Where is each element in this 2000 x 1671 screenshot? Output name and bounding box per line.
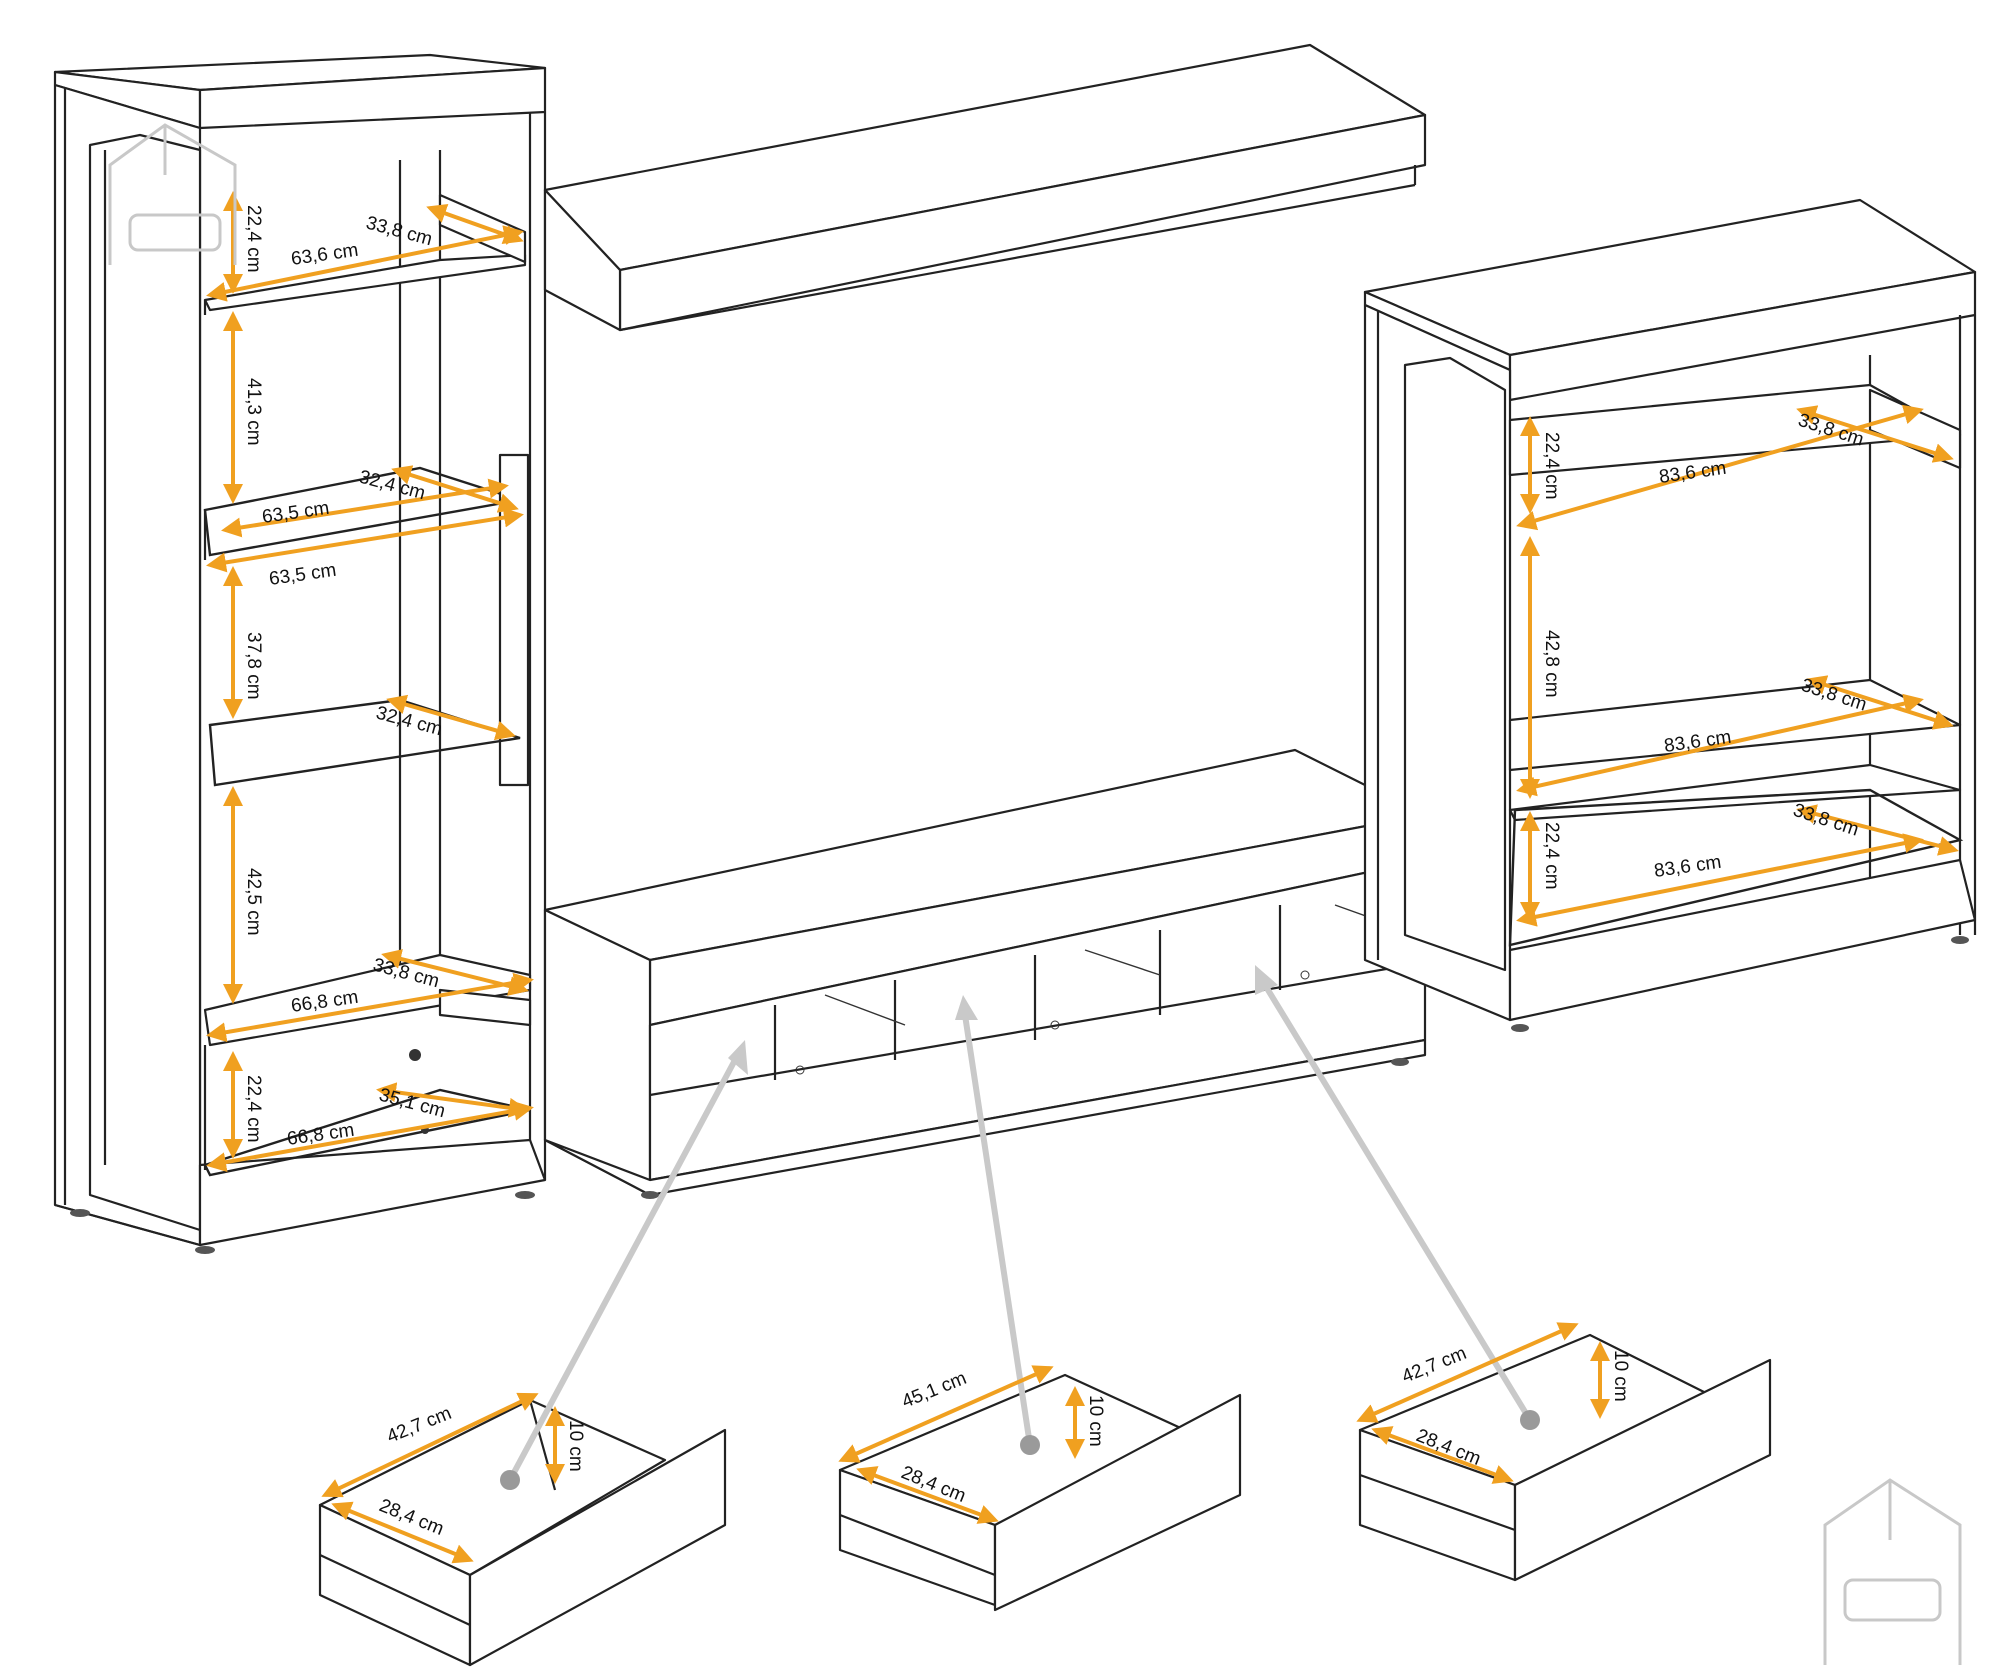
dim-label: 66,8 cm bbox=[286, 1120, 356, 1150]
drawer-1 bbox=[318, 1398, 727, 1667]
dim-label: 10 cm bbox=[565, 1420, 586, 1472]
dim-label: 63,5 cm bbox=[261, 498, 331, 528]
dim-label: 83,6 cm bbox=[1658, 458, 1728, 488]
dim-label: 32,4 cm bbox=[357, 467, 428, 505]
dim-label: 63,5 cm bbox=[268, 560, 338, 590]
tv-stand bbox=[543, 748, 1427, 1199]
dim-label: 32,4 cm bbox=[374, 703, 445, 741]
right-cabinet bbox=[1363, 198, 1977, 1032]
dim-label: 22,4 cm bbox=[243, 1075, 264, 1143]
dim-label: 45,1 cm bbox=[899, 1368, 970, 1413]
drawer-2 bbox=[838, 1373, 1242, 1612]
dim-label: 22,4 cm bbox=[1541, 822, 1562, 890]
dim-label: 42,7 cm bbox=[1399, 1343, 1470, 1388]
dim-label: 42,5 cm bbox=[243, 868, 264, 936]
dim-label: 22,4 cm bbox=[1541, 432, 1562, 500]
watermark-logo-top bbox=[108, 123, 237, 265]
dim-label: 41,3 cm bbox=[243, 378, 264, 446]
dim-label: 83,6 cm bbox=[1653, 852, 1723, 882]
dimension-lines bbox=[206, 191, 1959, 1564]
dim-label: 10 cm bbox=[1085, 1395, 1106, 1447]
watermark-logo-bottom bbox=[1823, 1478, 1962, 1665]
wall-shelf bbox=[543, 43, 1427, 332]
dim-label: 42,7 cm bbox=[384, 1403, 455, 1448]
dim-label: 37,8 cm bbox=[243, 632, 264, 700]
dim-label: 33,8 cm bbox=[1790, 800, 1861, 841]
dim-label: 10 cm bbox=[1610, 1350, 1631, 1402]
dim-label: 42,8 cm bbox=[1541, 630, 1562, 698]
dim-label: 22,4 cm bbox=[243, 205, 264, 273]
